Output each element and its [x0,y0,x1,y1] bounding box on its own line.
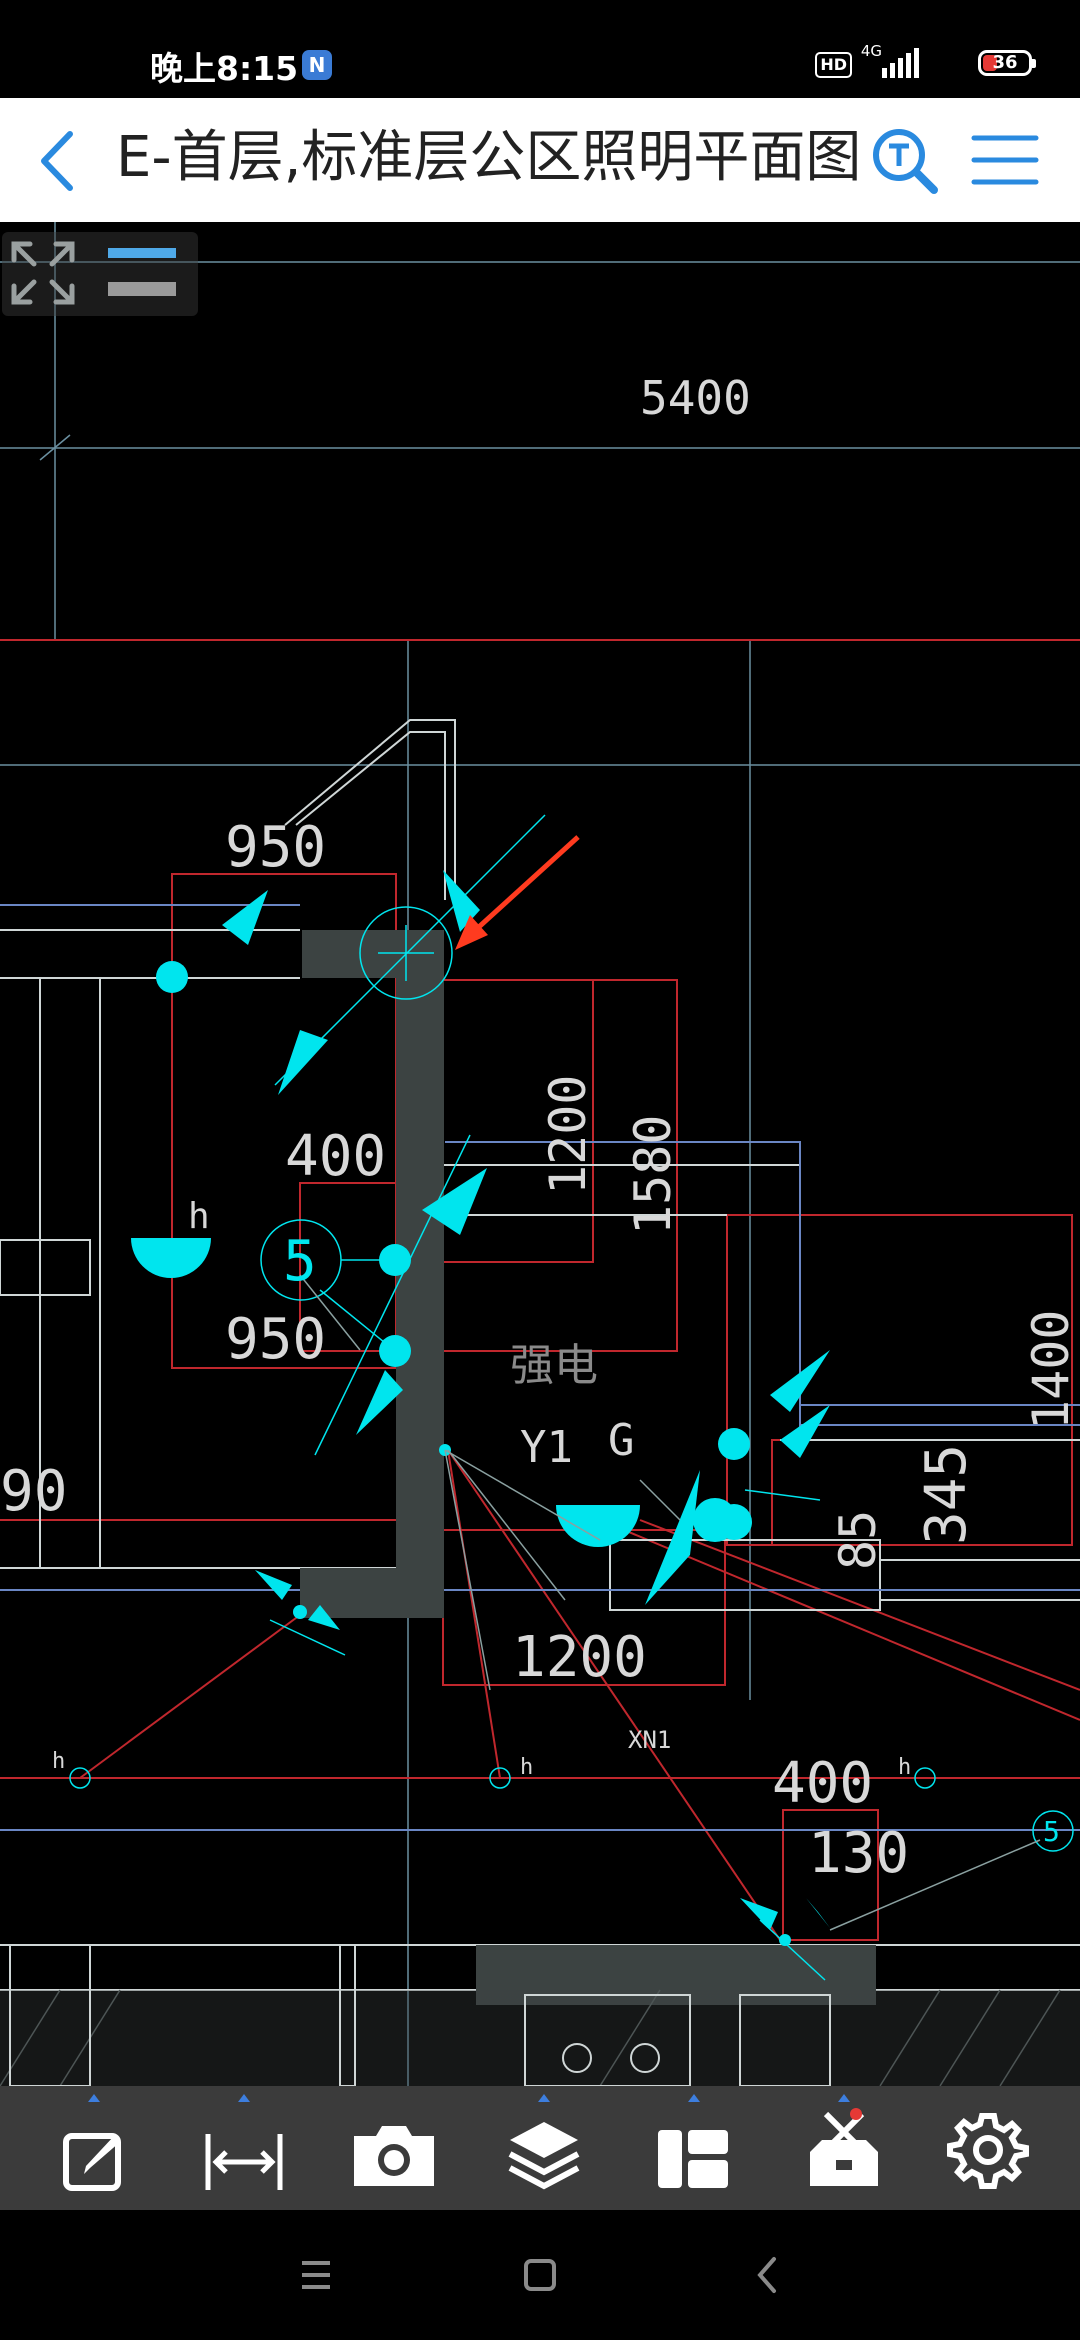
bars-layout-icon[interactable] [106,244,178,304]
dim-400-low: 400 [772,1751,873,1816]
back-chevron-icon[interactable] [28,126,88,196]
toolbox-icon [810,2108,878,2186]
fixture-outlines [9,1944,831,2086]
dim-90: 90 [0,1459,67,1524]
screenshot-tool[interactable] [318,2086,468,2210]
dim-950-low: 950 [225,1307,326,1372]
gear-icon [947,2113,1029,2189]
dim-1580-vertical: 1580 [624,1115,682,1235]
floor-hatch [0,1989,1061,2086]
title-bar: E-首层,标准层公区照明平面图 [0,98,1080,222]
dim-1200-vertical: 1200 [539,1075,597,1195]
dim-1200-low: 1200 [512,1625,647,1690]
electrical-symbols [131,870,830,1946]
layers-tool[interactable] [468,2086,618,2210]
measure-tool[interactable] [168,2086,318,2210]
dim-345-vertical: 345 [914,1444,979,1545]
expand-up-icon [88,2094,100,2102]
hd-badge: HD [815,52,852,78]
recents-icon[interactable] [286,2245,346,2305]
dim-950-top: 950 [225,815,326,880]
wall-fills [0,930,1080,2086]
camera-icon [354,2126,434,2186]
symbol-lines [69,814,1074,1981]
battery-icon: 36 [978,50,1036,76]
hamburger-menu-icon[interactable] [970,130,1040,190]
status-bar: 晚上8:15 N HD 4G 36 [0,0,1080,98]
label-h3: h [898,1755,911,1780]
network-type: 4G [860,42,882,60]
status-time: 晚上8:15 [150,49,299,88]
home-square-icon[interactable] [510,2245,570,2305]
cad-drawing-canvas[interactable]: 5400 950 400 1200 1580 5 h 950 强电 Y1 G 9… [0,222,1080,2086]
drawing-title: E-首层,标准层公区照明平面图 [116,125,862,190]
bottom-toolbar [0,2086,1080,2210]
panel-layout-icon [658,2130,728,2188]
edit-annotate-tool[interactable] [18,2086,168,2210]
layout-tool[interactable] [618,2086,768,2210]
toolbox-tool[interactable] [768,2086,918,2210]
dim-85-vertical: 85 [829,1510,887,1570]
label-h2: h [520,1755,533,1780]
system-nav-bar [0,2210,1080,2340]
label-h-mid: h [188,1196,210,1237]
dim-5400: 5400 [640,371,751,425]
dimension-labels: 5400 950 400 1200 1580 5 h 950 强电 Y1 G 9… [0,371,1080,1886]
layers-icon [508,2122,580,2190]
battery-level: 36 [992,52,1018,73]
app-notification-icon: N [302,50,332,80]
leader-lines [299,1274,1041,1931]
dim-130: 130 [808,1821,909,1886]
text-search-icon[interactable] [870,126,940,196]
red-boundary-lines [0,639,1080,1941]
label-strong-current: 强电 [510,1340,598,1391]
view-controls [2,232,198,316]
back-chevron-icon[interactable] [738,2245,798,2305]
label-y1: Y1 [520,1422,573,1473]
label-xn1: XN1 [628,1726,671,1754]
dim-5-circle-right: 5 [1043,1815,1060,1848]
expand-arrows-icon[interactable] [10,240,76,306]
dim-400-mid: 400 [285,1124,386,1189]
dim-1400-vertical: 1400 [1022,1310,1080,1430]
status-indicators: HD 4G 36 [782,42,1036,86]
pencil-square-icon [63,2133,121,2191]
settings-tool[interactable] [918,2086,1068,2210]
label-g: G [608,1415,635,1466]
dimension-arrow-icon [205,2134,283,2190]
cad-drawing: 5400 950 400 1200 1580 5 h 950 强电 Y1 G 9… [0,222,1080,2086]
pointer-arrow [455,835,580,950]
dim-5-circle: 5 [283,1229,317,1294]
label-h1: h [52,1749,65,1774]
signal-strength-icon [882,48,919,78]
